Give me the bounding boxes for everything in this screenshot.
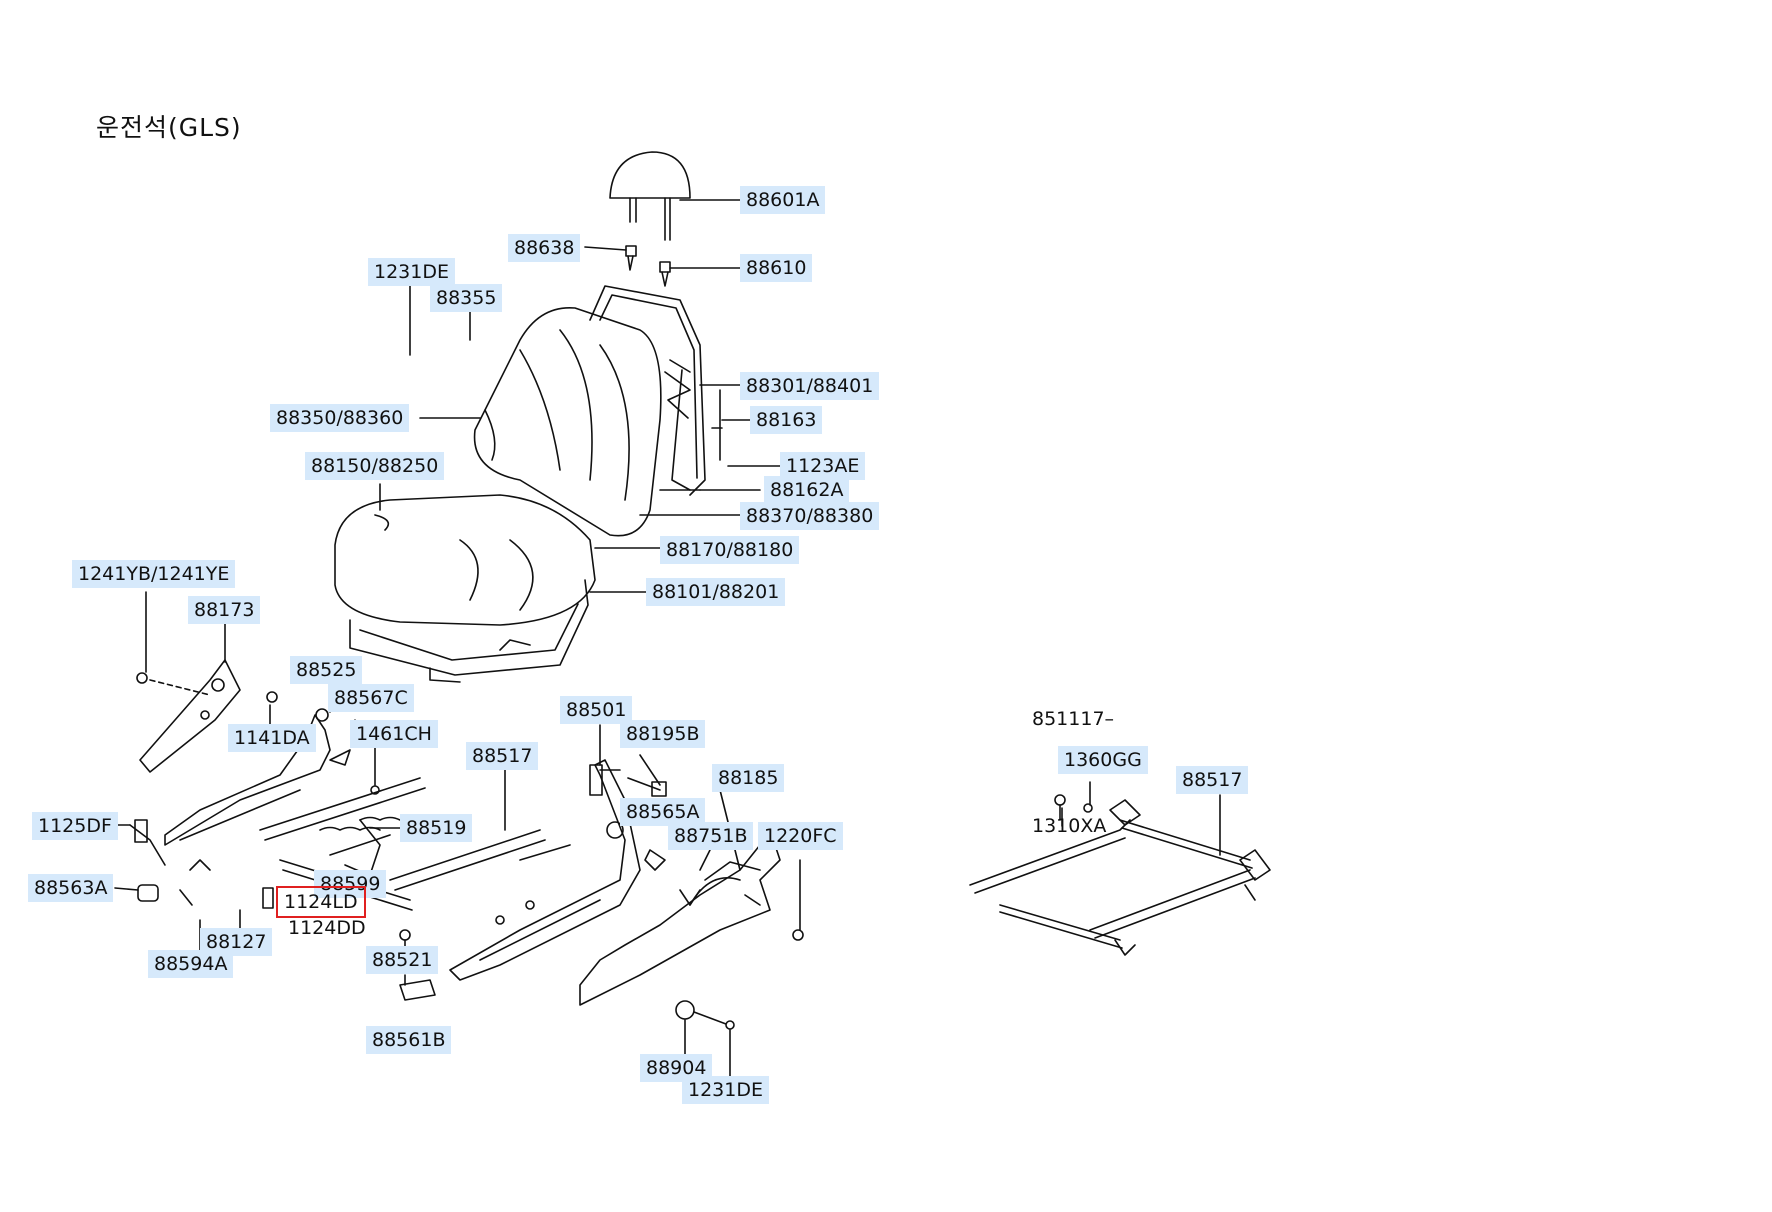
- right-rail-illustration: [449, 759, 667, 981]
- backrest-cushion-illustration: [473, 307, 662, 537]
- callout-88561b[interactable]: 88561B: [366, 1026, 452, 1054]
- callout-1123ae[interactable]: 1123AE: [780, 452, 866, 480]
- callout-88517-inset[interactable]: 88517: [1176, 766, 1249, 794]
- callout-88565a[interactable]: 88565A: [620, 798, 706, 826]
- seat-cushion-illustration: [334, 494, 596, 626]
- callout-88638[interactable]: 88638: [508, 234, 581, 262]
- callout-88185[interactable]: 88185: [712, 764, 785, 792]
- callout-88563a[interactable]: 88563A: [28, 874, 114, 902]
- callout-88170-88180[interactable]: 88170/88180: [660, 536, 800, 564]
- callout-88355[interactable]: 88355: [430, 284, 503, 312]
- backrest-frame-illustration: [589, 285, 723, 496]
- headrest-illustration: [609, 151, 691, 287]
- callout-1124dd[interactable]: 1124DD: [288, 917, 366, 939]
- recliner-bracket-illustration: [136, 659, 241, 773]
- callout-88751b[interactable]: 88751B: [668, 822, 754, 850]
- callout-88525[interactable]: 88525: [290, 656, 363, 684]
- callout-88599[interactable]: 88599: [314, 870, 387, 898]
- inset-serial-label: 851117–: [1032, 708, 1115, 730]
- callout-88101-88201[interactable]: 88101/88201: [646, 578, 786, 606]
- callout-88521[interactable]: 88521: [366, 946, 439, 974]
- callout-1220fc[interactable]: 1220FC: [758, 822, 843, 850]
- callout-88501[interactable]: 88501: [560, 696, 633, 724]
- callout-1310xa[interactable]: 1310XA: [1032, 815, 1107, 837]
- callout-1241yb-1241ye[interactable]: 1241YB/1241YE: [72, 560, 236, 588]
- callout-1360gg[interactable]: 1360GG: [1058, 746, 1148, 774]
- callout-1125df[interactable]: 1125DF: [32, 812, 118, 840]
- callout-88370-88380[interactable]: 88370/88380: [740, 502, 880, 530]
- callout-88301-88401[interactable]: 88301/88401: [740, 372, 880, 400]
- callout-88904[interactable]: 88904: [640, 1054, 713, 1082]
- callout-88173[interactable]: 88173: [188, 596, 261, 624]
- callout-88350-88360[interactable]: 88350/88360: [270, 404, 410, 432]
- callout-88195b[interactable]: 88195B: [620, 720, 706, 748]
- callout-1231de-lower[interactable]: 1231DE: [682, 1076, 769, 1104]
- callout-88519[interactable]: 88519: [400, 814, 473, 842]
- diagram-title: 운전석(GLS): [96, 113, 242, 142]
- callout-88150-88250[interactable]: 88150/88250: [305, 452, 445, 480]
- leader-lines: [109, 199, 1221, 1081]
- callout-1141da[interactable]: 1141DA: [228, 724, 316, 752]
- callout-1461ch[interactable]: 1461CH: [350, 720, 438, 748]
- callout-88517-left[interactable]: 88517: [466, 742, 539, 770]
- callout-88163[interactable]: 88163: [750, 406, 823, 434]
- callout-1231de-upper[interactable]: 1231DE: [368, 258, 455, 286]
- inset-rail-assembly-illustration: [969, 794, 1271, 956]
- callout-88162a[interactable]: 88162A: [764, 476, 850, 504]
- left-rail-illustration: [129, 691, 380, 906]
- seat-frame-illustration: [349, 579, 589, 683]
- side-shield-illustration: [579, 844, 804, 1030]
- callout-88601a[interactable]: 88601A: [740, 186, 826, 214]
- callout-88610[interactable]: 88610: [740, 254, 813, 282]
- callout-88594a[interactable]: 88594A: [148, 950, 234, 978]
- callout-1124ld-selected[interactable]: 1124LD: [276, 886, 366, 918]
- callout-88567c[interactable]: 88567C: [328, 684, 414, 712]
